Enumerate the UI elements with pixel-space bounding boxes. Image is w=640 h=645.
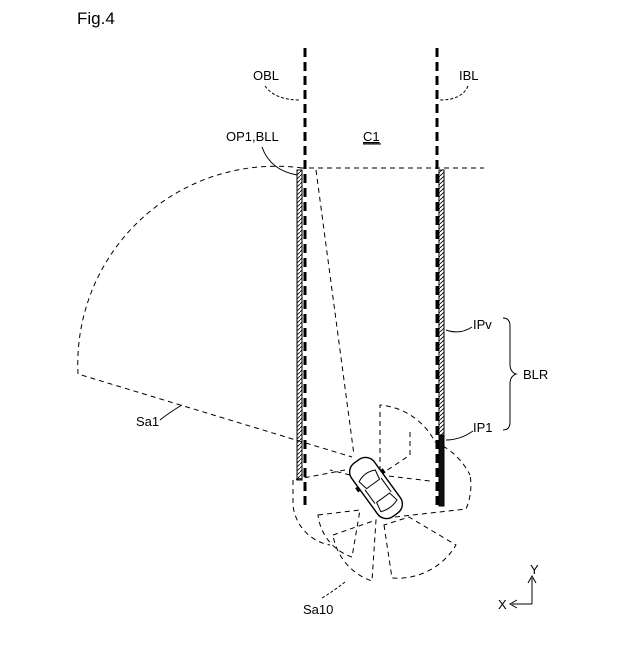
label-obl: OBL [253, 68, 279, 83]
label-blr: BLR [523, 367, 548, 382]
sensor-area-sa1-right-edge [316, 170, 354, 455]
axis-x-label: X [498, 597, 507, 612]
blr-brace [503, 318, 516, 430]
axis-indicator: Y X [498, 562, 539, 612]
label-ibl: IBL [459, 68, 479, 83]
label-sa1: Sa1 [136, 414, 159, 429]
figure-title: Fig.4 [77, 9, 115, 28]
label-ip1: IP1 [473, 420, 493, 435]
label-op1-bll: OP1,BLL [226, 129, 279, 144]
label-c1: C1 [363, 129, 380, 144]
label-ipv: IPv [473, 317, 492, 332]
right-detected-strip-ipv [439, 170, 444, 435]
sensor-area-sa1-outline [78, 166, 352, 457]
left-detected-strip [297, 170, 302, 480]
label-sa10: Sa10 [303, 602, 333, 617]
axis-y-label: Y [530, 562, 539, 577]
